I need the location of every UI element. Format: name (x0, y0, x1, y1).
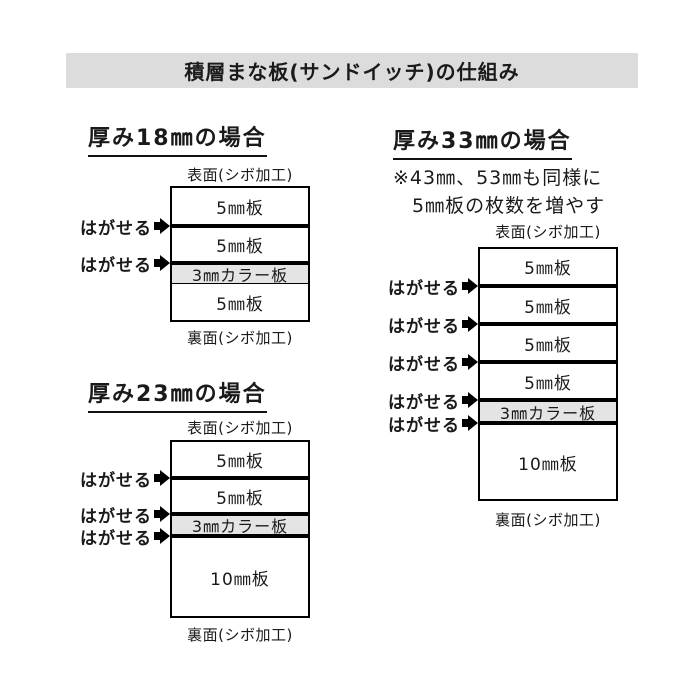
peel-label: はがせる (80, 470, 152, 491)
peel-line (172, 512, 308, 516)
layer-5mm: 5㎜板 (480, 249, 616, 284)
peel-line (172, 261, 308, 265)
layer-3mm-color: 3㎜カラー板 (480, 402, 616, 423)
front-surface-label: 表面(シボ加工) (187, 419, 293, 437)
peel-label: はがせる (388, 415, 460, 436)
peel-label-row: はがせる (388, 413, 478, 436)
layer-5mm: 5㎜板 (172, 480, 308, 512)
peel-label: はがせる (80, 255, 152, 276)
layer-10mm: 10㎜板 (172, 538, 308, 616)
peel-label-row: はがせる (80, 216, 170, 239)
peel-line (480, 284, 616, 288)
peel-arrow-icon (154, 218, 170, 234)
peel-arrow-icon (462, 278, 478, 294)
peel-line (172, 476, 308, 480)
peel-label-row: はがせる (80, 253, 170, 276)
layer-5mm: 5㎜板 (172, 188, 308, 224)
layer-5mm: 5㎜板 (480, 364, 616, 398)
page-title: 積層まな板(サンドイッチ)の仕組み (66, 53, 638, 88)
peel-label: はがせる (388, 278, 460, 299)
peel-arrow-icon (462, 415, 478, 431)
note-line-2: 5㎜板の枚数を増やす (412, 195, 606, 217)
peel-line (480, 398, 616, 402)
thickness-note: ※43㎜、53㎜も同様に 5㎜板の枚数を増やす (393, 164, 605, 220)
note-line-1: ※43㎜、53㎜も同様に (393, 167, 603, 189)
peel-label: はがせる (388, 354, 460, 375)
peel-arrow-icon (154, 255, 170, 271)
peel-label-row: はがせる (388, 390, 478, 413)
peel-label-row: はがせる (80, 468, 170, 491)
section-heading-18mm: 厚み18㎜の場合 (88, 120, 267, 157)
peel-label: はがせる (80, 506, 152, 527)
back-surface-label: 裏面(シボ加工) (495, 511, 601, 529)
back-surface-label: 裏面(シボ加工) (187, 329, 293, 347)
peel-label-row: はがせる (388, 352, 478, 375)
layer-5mm: 5㎜板 (480, 326, 616, 360)
layer-10mm: 10㎜板 (480, 425, 616, 499)
layer-stack-18mm: 5㎜板 5㎜板 3㎜カラー板 5㎜板 (170, 186, 310, 322)
section-heading-33mm: 厚み33㎜の場合 (393, 123, 572, 160)
peel-label-row: はがせる (388, 276, 478, 299)
front-surface-label: 表面(シボ加工) (187, 166, 293, 184)
peel-line (172, 224, 308, 228)
peel-label: はがせる (80, 528, 152, 549)
peel-arrow-icon (462, 354, 478, 370)
peel-label: はがせる (388, 392, 460, 413)
peel-arrow-icon (154, 470, 170, 486)
peel-label: はがせる (388, 316, 460, 337)
peel-arrow-icon (462, 316, 478, 332)
peel-line (480, 322, 616, 326)
peel-label-row: はがせる (80, 526, 170, 549)
bond-line (172, 283, 308, 284)
layer-5mm: 5㎜板 (172, 284, 308, 320)
layer-stack-23mm: 5㎜板 5㎜板 3㎜カラー板 10㎜板 (170, 440, 310, 618)
peel-arrow-icon (154, 528, 170, 544)
peel-arrow-icon (462, 392, 478, 408)
layer-5mm: 5㎜板 (172, 442, 308, 476)
layer-5mm: 5㎜板 (480, 288, 616, 322)
layer-3mm-color: 3㎜カラー板 (172, 516, 308, 536)
front-surface-label: 表面(シボ加工) (495, 223, 601, 241)
peel-line (172, 534, 308, 538)
layer-5mm: 5㎜板 (172, 228, 308, 261)
section-heading-23mm: 厚み23㎜の場合 (88, 376, 267, 413)
peel-label-row: はがせる (80, 504, 170, 527)
back-surface-label: 裏面(シボ加工) (187, 626, 293, 644)
peel-label: はがせる (80, 218, 152, 239)
layer-3mm-color: 3㎜カラー板 (172, 265, 308, 285)
peel-label-row: はがせる (388, 314, 478, 337)
layer-stack-33mm: 5㎜板 5㎜板 5㎜板 5㎜板 3㎜カラー板 10㎜板 (478, 247, 618, 501)
peel-line (480, 360, 616, 364)
peel-arrow-icon (154, 506, 170, 522)
peel-line (480, 421, 616, 425)
